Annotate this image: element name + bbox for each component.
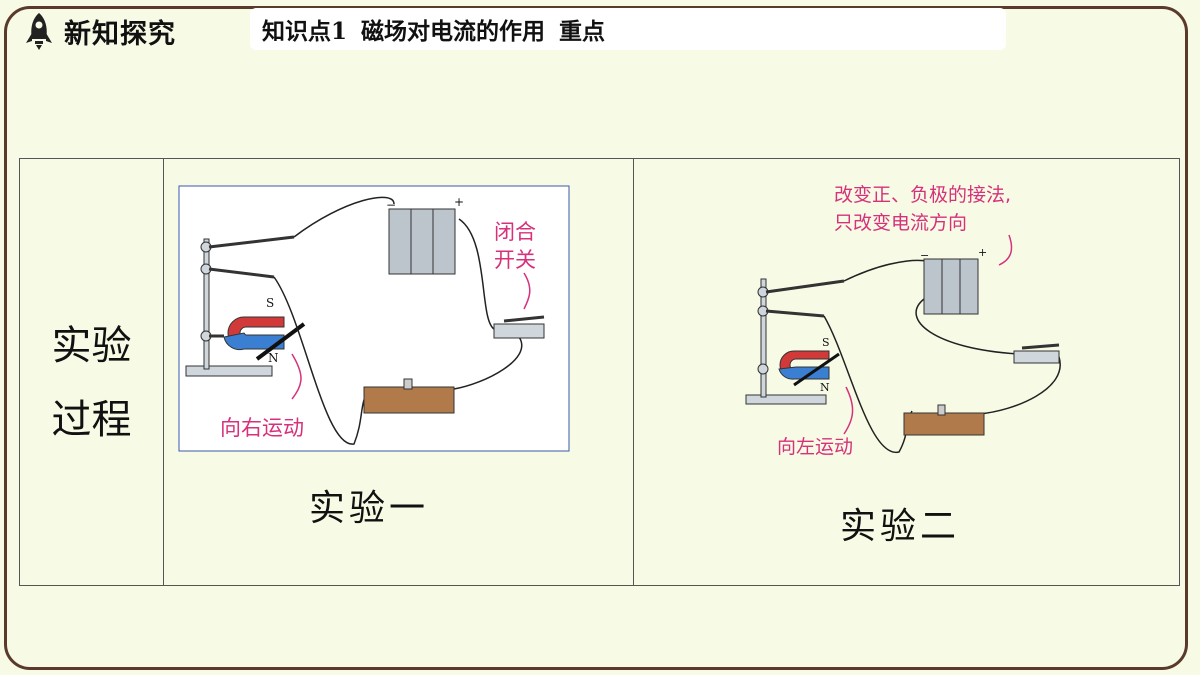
battery-minus-2: − bbox=[920, 249, 929, 262]
knowledge-point-label: 知识点1 bbox=[262, 18, 348, 45]
battery-minus-1: − bbox=[386, 198, 396, 212]
experiment-1-caption: 实验一 bbox=[309, 488, 430, 529]
rocket-icon bbox=[26, 13, 52, 50]
experiment-table: 实验 过程 bbox=[19, 158, 1180, 586]
copper-rod-2 bbox=[793, 352, 840, 387]
experiment-2-cell: 改变正、负极的接法, 只改变电流方向 S bbox=[633, 158, 1180, 586]
switch-1 bbox=[493, 315, 545, 339]
experiment-1-cell: S N − + bbox=[163, 158, 634, 586]
row-label-line1: 实验 bbox=[51, 323, 132, 369]
pole-s-1: S bbox=[266, 296, 274, 310]
copper-rod-1 bbox=[255, 322, 306, 361]
rheostat-1 bbox=[363, 378, 455, 414]
knowledge-point-bar: 知识点1 磁场对电流的作用 重点 bbox=[250, 8, 1006, 50]
horseshoe-magnet-1 bbox=[223, 316, 285, 351]
experiment-1-diagram: S N − + bbox=[178, 185, 570, 452]
pole-n-1: N bbox=[268, 351, 279, 365]
row-label-line2: 过程 bbox=[51, 397, 132, 443]
switch-note-1b: 开关 bbox=[494, 248, 536, 272]
horseshoe-magnet-2 bbox=[778, 350, 830, 380]
battery-1 bbox=[388, 208, 456, 275]
topic-title: 磁场对电流的作用 bbox=[361, 18, 546, 45]
change-note-2b: 只改变电流方向 bbox=[834, 212, 967, 234]
battery-plus-2: + bbox=[978, 246, 987, 259]
experiment-2-diagram: 改变正、负极的接法, 只改变电流方向 S bbox=[745, 184, 1061, 458]
change-note-2a: 改变正、负极的接法, bbox=[834, 184, 1011, 206]
section-header: 新知探究 bbox=[22, 10, 176, 52]
experiment-2-caption: 实验二 bbox=[840, 506, 961, 547]
iron-stand-2 bbox=[745, 278, 845, 405]
pole-s-2: S bbox=[822, 336, 830, 349]
row-label: 实验 过程 bbox=[20, 309, 163, 457]
motion-note-1: 向右运动 bbox=[220, 416, 304, 440]
battery-plus-1: + bbox=[454, 195, 464, 209]
switch-note-1a: 闭合 bbox=[494, 220, 536, 244]
section-title: 新知探究 bbox=[64, 18, 176, 50]
battery-2 bbox=[923, 258, 979, 315]
switch-2 bbox=[1013, 343, 1060, 364]
motion-note-2: 向左运动 bbox=[777, 436, 853, 458]
pole-n-2: N bbox=[820, 381, 830, 394]
rheostat-2 bbox=[903, 404, 985, 436]
iron-stand-1 bbox=[185, 235, 295, 377]
key-point-badge: 重点 bbox=[559, 18, 606, 45]
row-label-cell: 实验 过程 bbox=[19, 158, 164, 586]
